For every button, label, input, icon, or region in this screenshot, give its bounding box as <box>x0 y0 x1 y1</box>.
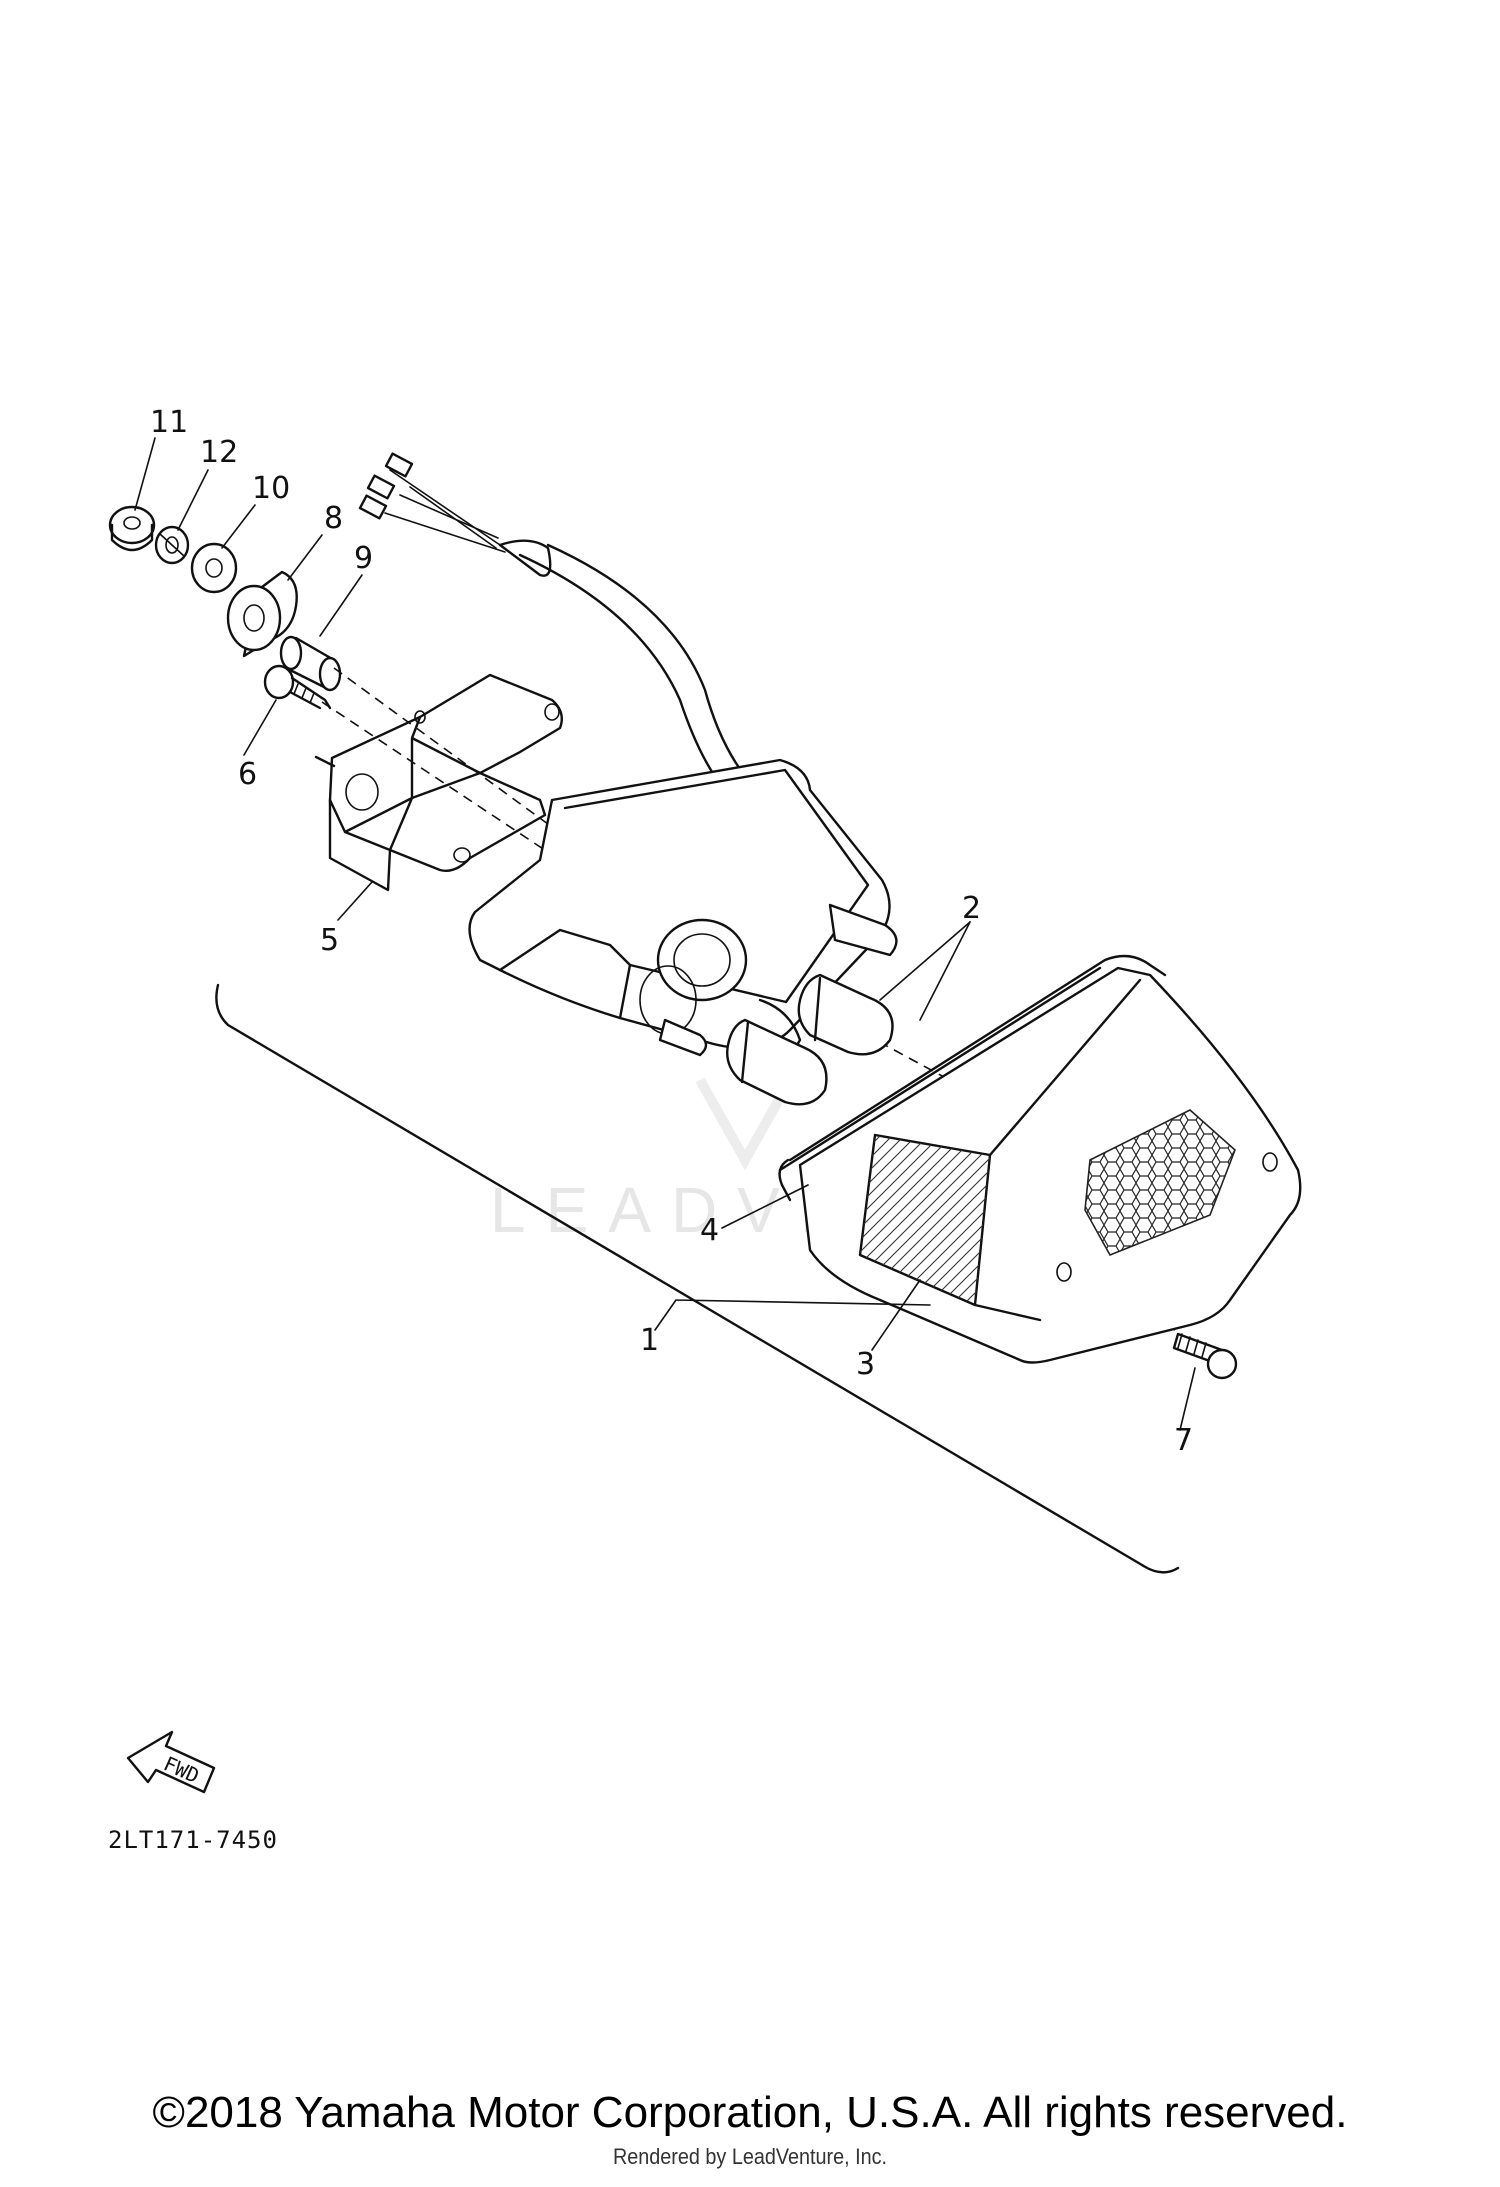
part-7-screw <box>1172 1332 1238 1380</box>
callout-5: 5 <box>320 923 339 958</box>
diagram-part-code: 2LT171-7450 <box>108 1826 278 1854</box>
part-3-lens <box>798 966 1302 1364</box>
callout-3: 3 <box>856 1347 875 1382</box>
part-10-washer <box>190 542 238 594</box>
part-4-gasket <box>778 954 1167 1202</box>
callout-2: 2 <box>962 891 981 926</box>
callout-6: 6 <box>238 757 257 792</box>
callout-7: 7 <box>1174 1423 1193 1458</box>
callout-8: 8 <box>324 501 343 536</box>
part-9-collar <box>279 635 342 692</box>
rendered-by-notice: Rendered by LeadVenture, Inc. <box>612 2144 888 2169</box>
watermark-logo <box>695 1077 795 1171</box>
callout-1: 1 <box>640 1323 659 1358</box>
part-11-nut <box>108 505 156 552</box>
callout-11: 11 <box>150 405 188 440</box>
callout-9: 9 <box>354 541 373 576</box>
fwd-label: FWD <box>160 1751 203 1788</box>
copyright-notice: ©2018 Yamaha Motor Corporation, U.S.A. A… <box>152 2088 1348 2137</box>
callout-10: 10 <box>252 471 290 506</box>
part-6-screw <box>263 664 332 710</box>
part-12-spring-washer <box>154 525 190 565</box>
forward-arrow-icon: FWD <box>126 1730 216 1794</box>
leader-lines <box>134 437 1196 1431</box>
callout-12: 12 <box>200 435 238 470</box>
assembly-bracket-line <box>215 983 1180 1574</box>
part-5-bracket <box>314 673 563 892</box>
part-2-bulbs <box>726 973 894 1106</box>
part-8-grommet <box>226 570 298 658</box>
callout-4: 4 <box>700 1213 719 1248</box>
wiring-harness <box>358 452 750 792</box>
